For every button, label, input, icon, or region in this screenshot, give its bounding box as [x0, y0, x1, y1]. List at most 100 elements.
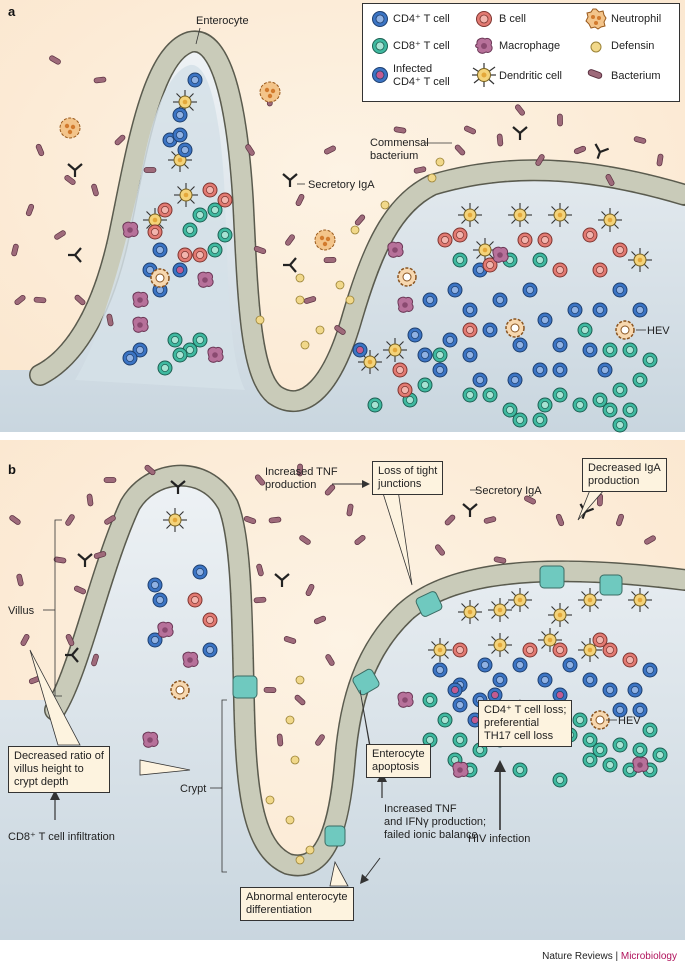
bacterium	[324, 484, 336, 496]
cd8-tcell	[432, 347, 448, 363]
callout-cd4-loss-line2: preferential	[484, 717, 540, 729]
dendritic-cell	[458, 203, 482, 227]
cd4-tcell	[552, 337, 568, 353]
cd4-tcell	[162, 132, 178, 148]
macrophage	[132, 316, 149, 333]
cd4-tcell	[432, 362, 448, 378]
cd4-tcell	[537, 672, 553, 688]
defensin	[427, 173, 437, 183]
bacterium	[434, 544, 446, 556]
secretory-iga	[67, 163, 83, 177]
cd4-tcell	[147, 632, 163, 648]
b-cell	[517, 232, 533, 248]
bacterium	[103, 477, 117, 483]
dendritic-cell	[508, 203, 532, 227]
bacterium	[253, 596, 267, 604]
cd4-tcell	[602, 682, 618, 698]
callout-loss-tight-line1: Loss of tight	[378, 465, 438, 477]
cd4-tcell	[462, 347, 478, 363]
bacterium	[444, 514, 456, 526]
cd8-tcell	[182, 222, 198, 238]
dendritic-cell	[143, 208, 167, 232]
cd8-tcell	[592, 742, 608, 758]
journal-credit: Nature Reviews | Microbiology	[542, 951, 677, 962]
label-commensal-line2: bacterium	[370, 150, 418, 162]
cd8-tcell	[482, 387, 498, 403]
cd8-tcell	[572, 712, 588, 728]
cd4-tcell	[642, 662, 658, 678]
macrophage	[397, 296, 414, 313]
defensin	[380, 200, 390, 210]
dendritic-cell	[428, 638, 452, 662]
bacterium	[303, 296, 317, 304]
cd4-tcell	[122, 350, 138, 366]
cd8-tcell	[532, 252, 548, 268]
journal-name: Nature Reviews	[542, 951, 613, 962]
legend-infected-line2: CD4⁺ T cell	[393, 76, 450, 88]
label-tnf-ifn-line1: Increased TNF	[384, 803, 457, 815]
bacterium	[144, 464, 156, 476]
neutrophil	[314, 229, 336, 251]
cd4-tcell	[422, 292, 438, 308]
bacterium	[656, 153, 664, 167]
dendritic-cell	[473, 238, 497, 262]
cd4-tcell	[482, 322, 498, 338]
legend-dendritic: Dendritic cell	[499, 70, 562, 82]
bacterium	[297, 463, 303, 477]
cd4-tcell	[562, 657, 578, 673]
legend-bacterium: Bacterium	[611, 70, 661, 82]
defensin	[265, 795, 275, 805]
callout-apoptosis-line2: apoptosis	[372, 761, 420, 773]
label-increased-tnf-line2: production	[265, 479, 316, 491]
cd4-tcell	[492, 292, 508, 308]
macrophage	[452, 761, 469, 778]
hev	[505, 318, 525, 338]
infected-cd4-tcell-icon	[372, 67, 388, 83]
dendritic-cell	[163, 508, 187, 532]
bacterium	[323, 257, 337, 263]
hev	[615, 320, 635, 340]
b-cell	[552, 262, 568, 278]
b-cell	[157, 202, 173, 218]
callout-cd4-loss-line1: CD4⁺ T cell loss;	[484, 704, 567, 716]
cd8-tcell	[452, 732, 468, 748]
cd8-tcell	[157, 360, 173, 376]
bacterium	[74, 294, 86, 306]
macrophage	[492, 246, 509, 263]
cd4-tcell	[632, 302, 648, 318]
bacterium	[245, 144, 255, 156]
cd4-tcell	[202, 642, 218, 658]
b-cell	[217, 192, 233, 208]
b-cell	[397, 382, 413, 398]
cd8-tcell	[652, 747, 668, 763]
macrophage	[197, 271, 214, 288]
callout-abnormal-differentiation: Abnormal enterocyte differentiation	[240, 887, 354, 921]
bacterium	[496, 133, 504, 147]
defensin	[295, 295, 305, 305]
defensin	[350, 225, 360, 235]
b-cell	[537, 232, 553, 248]
damaged-enterocyte	[415, 591, 443, 617]
bacterium	[535, 154, 545, 166]
bacterium	[14, 294, 26, 306]
cd4-tcell	[152, 242, 168, 258]
defensin	[290, 755, 300, 765]
callout-decreased-iga-line2: production	[588, 475, 640, 487]
cd4-tcell	[627, 682, 643, 698]
bacterium	[325, 654, 335, 666]
cd4-tcell	[152, 592, 168, 608]
bacterium	[243, 515, 257, 525]
cd8-tcell	[642, 352, 658, 368]
secretory-iga	[594, 143, 610, 159]
b-cell	[202, 612, 218, 628]
bacterium	[616, 513, 624, 527]
cd8-tcell	[572, 397, 588, 413]
bacterium	[313, 615, 327, 625]
cd8-tcell	[612, 382, 628, 398]
infected-cd4-tcell	[447, 682, 463, 698]
cd4-tcell	[537, 312, 553, 328]
bacterium	[114, 134, 126, 146]
cd4-tcell	[462, 302, 478, 318]
bacterium	[324, 145, 336, 155]
legend: CD4⁺ T cell CD8⁺ T cell Infected CD4⁺ T …	[362, 3, 680, 102]
